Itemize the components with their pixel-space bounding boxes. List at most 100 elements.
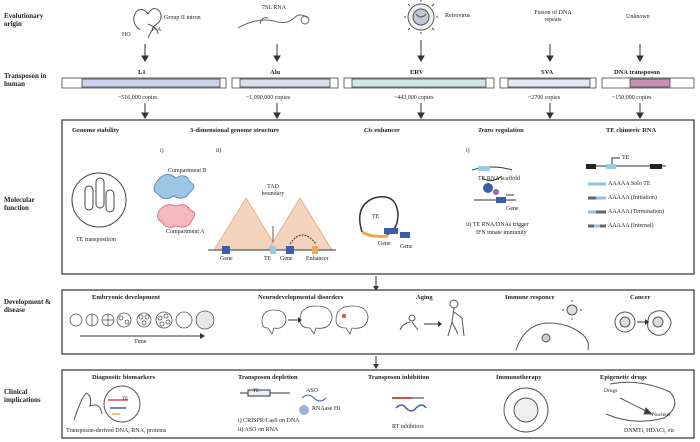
transposon-name-dna: DNA transposon xyxy=(614,69,661,76)
trans-regulation-title: Trans regulation xyxy=(478,127,524,134)
cis-enhancer-title: Cis enhancer xyxy=(364,127,400,134)
tad-boundary-label: TAD boundary xyxy=(261,184,285,197)
7sl-rna-icon xyxy=(237,14,310,29)
epigenetic-title: Epigenetic drugs xyxy=(600,374,647,381)
chimeric-te-label: TE xyxy=(622,155,630,161)
compartment-a-blob xyxy=(157,204,195,228)
cis-italic: Cis xyxy=(364,127,373,134)
transposon-name-sva: SVA xyxy=(541,69,554,76)
cis-gene-label-2: Gene xyxy=(400,244,413,250)
cis-enhancer-loop-icon xyxy=(359,196,410,238)
embryonic-title: Embryonic development xyxy=(92,294,161,301)
retrovirus-icon xyxy=(404,0,438,34)
compartment-b-blob xyxy=(153,174,195,199)
trans-regulation-rest: regulation xyxy=(493,127,524,134)
transposon-name-alu: Alu xyxy=(270,69,281,76)
te-transposition-label: TE transposition xyxy=(76,237,116,243)
tad-triangle-2 xyxy=(267,197,333,251)
clinical-implications-box xyxy=(61,369,695,439)
compartment-a-label: Compartment A xyxy=(166,229,205,235)
copies-dna: ~150,000 copies xyxy=(612,95,652,101)
group-ii-intron-icon xyxy=(133,8,162,39)
origin-arrows xyxy=(141,40,644,62)
origin-label-unknown: Unknown xyxy=(626,14,650,20)
trans-ii-label: ii) TE RNA/DNAs trigger xyxy=(466,222,529,228)
trans-i: i) xyxy=(466,148,470,154)
te-chimeric-title: TE chimeric RNA xyxy=(606,127,657,134)
three-d-ii: ii) xyxy=(216,148,222,154)
aso-rna-label: ii) ASO on RNA xyxy=(238,427,279,433)
aging-figures-icon xyxy=(399,299,465,337)
te-rna-scaffold-label: TE RNA scaffold xyxy=(478,176,520,182)
tad-gene-label-2: Gene xyxy=(280,256,293,262)
3d-genome-title: 3-dimensional genome structure xyxy=(190,127,280,134)
three-d-i: i) xyxy=(160,148,164,154)
initiation-label: AAAAA (Initiation) xyxy=(608,195,657,201)
compartment-b-label: Compartment B xyxy=(168,168,207,174)
cis-gene-label-1: Gene xyxy=(378,241,391,247)
solo-te-label: AAAAA Solo TE xyxy=(608,181,651,187)
transposon-bars xyxy=(61,77,695,89)
biomarker-te-label: TE xyxy=(122,397,129,402)
embryo-sequence-icon xyxy=(69,310,215,330)
te-chimeric-rna-icon xyxy=(586,157,666,228)
crispr-label: i) CRISPR/Cas9 on DNA xyxy=(238,418,300,424)
genome-stability-title: Genome stability xyxy=(72,127,120,134)
cancer-title: Cancer xyxy=(630,294,651,301)
immunotherapy-icon xyxy=(503,387,549,433)
immune-cell-icon xyxy=(515,300,590,351)
row-label-clinical-implications: Clinical implications xyxy=(4,388,41,404)
brain-icons xyxy=(261,305,369,335)
time-label: Time xyxy=(134,339,147,345)
origin-label-retrovirus: Retrovirus xyxy=(445,13,471,19)
copies-erv: ~443,000 copies xyxy=(394,95,434,101)
tad-gene-label-1: Gene xyxy=(220,256,233,262)
nucleus-label: Nucleus xyxy=(652,412,671,418)
cis-enhancer-rest: enhancer xyxy=(372,127,400,134)
ifn-label: IFN innate immunity xyxy=(476,230,527,236)
cell-chromosome-icon xyxy=(71,172,127,228)
row-label-molecular-function: Molecular function xyxy=(4,196,35,212)
termination-label: AAAAA (Termination) xyxy=(608,209,665,215)
trans-gene-label: Gene xyxy=(506,206,519,212)
copies-l1: ~516,000 copies xyxy=(118,95,158,101)
neuro-title: Neurodevelopmental disorders xyxy=(258,294,344,301)
copies-alu: ~1,090,000 copies xyxy=(246,95,291,101)
row-label-transposon-in-human: Transposon in human xyxy=(4,72,47,88)
origin-sub-ho: HO xyxy=(122,32,131,38)
depletion-icon xyxy=(240,389,327,415)
row-label-development-disease: Development & disease xyxy=(4,298,51,314)
inhibition-title: Transposon inhibition xyxy=(368,374,430,381)
epigenetic-sub: DNMTi, HDACi, etc xyxy=(624,428,675,434)
aging-title: Aging xyxy=(416,294,433,301)
origin-label-group-ii-intron: Group II intron xyxy=(164,15,201,21)
transposon-name-erv: ERV xyxy=(410,69,424,76)
cis-te-label: TE xyxy=(372,214,380,220)
development-disease-box xyxy=(61,289,695,355)
aso-label: ASO xyxy=(306,388,319,394)
copies-sva: ~2700 copies xyxy=(528,95,561,101)
transposon-name-l1: L1 xyxy=(138,69,146,76)
trans-regulation-icon xyxy=(471,166,516,203)
tad-te-label: TE xyxy=(264,256,272,262)
origin-p-a: P~A xyxy=(152,28,162,33)
internal-label: AAAAA (Internal) xyxy=(608,223,654,229)
immunotherapy-title: Immunotherapy xyxy=(496,374,542,381)
tad-triangle-1 xyxy=(213,197,279,251)
trans-italic: Trans xyxy=(478,127,494,134)
cancer-cell-icon xyxy=(614,310,672,336)
rt-inhibitors-label: RT inhibitors xyxy=(392,424,424,430)
molecular-function-box xyxy=(61,119,695,275)
biomarker-icon xyxy=(73,385,141,423)
rnase-label: RNAase H1 xyxy=(312,406,342,412)
biomarkers-title: Diagnostic biomarkers xyxy=(92,374,156,381)
biomarkers-sub: Transposon-derived DNA, RNA, proteins xyxy=(66,428,167,434)
drugs-label: Drugs xyxy=(604,388,618,394)
epigenetic-icon xyxy=(605,381,676,422)
tad-enhancer-label: Enhancer xyxy=(306,256,329,262)
origin-label-7sl-rna: 7SL RNA xyxy=(262,5,286,11)
depletion-te-label: TE xyxy=(253,389,260,394)
inhibition-icon xyxy=(392,397,427,412)
row-label-evolutionary-origin: Evolutionary origin xyxy=(4,12,44,28)
